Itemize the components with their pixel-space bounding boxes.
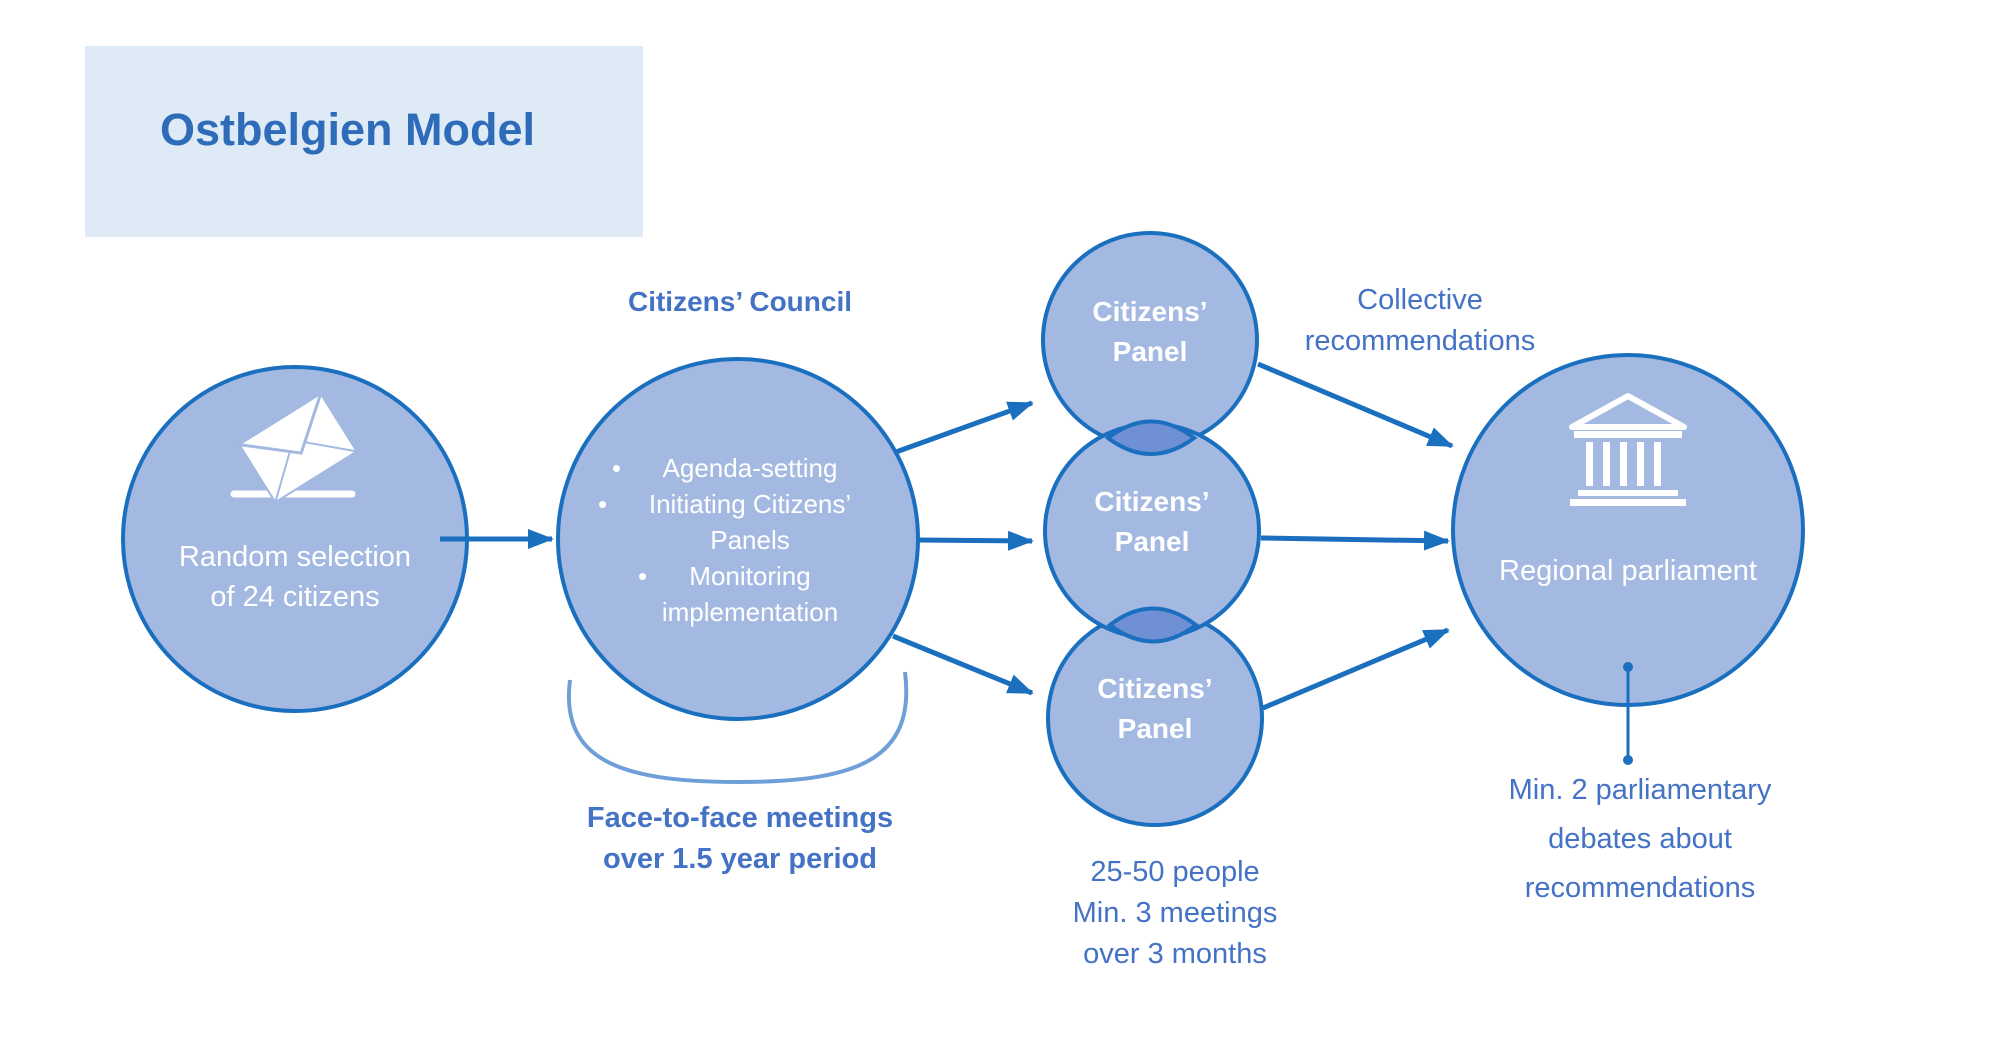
bullet-text: Monitoring: [689, 561, 811, 591]
parliament-label: Regional parliament: [1499, 555, 1757, 587]
council-circle: [556, 357, 920, 721]
panel-label-2: Citizens’ Panel: [1052, 482, 1252, 562]
selection-label: Random selection of 24 citizens: [145, 537, 445, 617]
bullet-text: Panels: [710, 525, 790, 555]
council-bracket: [566, 671, 909, 785]
meetings-line-1: Face-to-face meetings: [586, 802, 894, 834]
panels-info-line-1: 25-50 people: [1090, 856, 1260, 888]
council-meetings-label: Face-to-face meetings over 1.5 year peri…: [570, 798, 910, 880]
panel-overlap-1: [1104, 419, 1198, 456]
panels-info-line-2: Min. 3 meetings: [1072, 897, 1278, 929]
debates-line-1: Min. 2 parliamentary: [1508, 774, 1772, 806]
panel-1-line-2: Panel: [1112, 336, 1188, 367]
panels-info-line-3: over 3 months: [1083, 938, 1267, 970]
bullet-text: Agenda-setting: [662, 453, 838, 483]
council-bullet-list: • Agenda-setting • Initiating Citizens’ …: [590, 450, 910, 630]
parliament-building-icon: [1569, 393, 1687, 506]
bullet-row: • Agenda-setting: [590, 450, 910, 486]
bullet-row: • Monitoring: [590, 558, 910, 594]
panel-2-line-1: Citizens’: [1094, 486, 1210, 517]
collective-recommendations-label: Collective recommendations: [1280, 280, 1560, 362]
arrow-council-to-panel-1: [895, 400, 1034, 455]
bullet-dot: •: [598, 489, 608, 519]
selection-line-1: Random selection: [178, 541, 412, 573]
connector-dot-bottom: [1623, 755, 1633, 765]
panel-label-1: Citizens’ Panel: [1050, 292, 1250, 372]
parliament-circle: [1451, 353, 1805, 707]
parliament-debates-label: Min. 2 parliamentary debates about recom…: [1480, 766, 1800, 913]
bullet-dot: •: [638, 561, 648, 591]
panel-3-line-2: Panel: [1117, 713, 1193, 744]
page-title: Ostbelgien Model: [160, 104, 536, 155]
debates-line-3: recommendations: [1524, 872, 1756, 904]
panel-2-line-2: Panel: [1114, 526, 1190, 557]
meetings-line-2: over 1.5 year period: [602, 843, 878, 875]
bullet-row: Panels: [590, 522, 910, 558]
bullet-text: Initiating Citizens’: [648, 489, 852, 519]
recommendations-line-2: recommendations: [1304, 325, 1536, 357]
panel-label-3: Citizens’ Panel: [1055, 669, 1255, 749]
title-box: Ostbelgien Model: [85, 46, 643, 237]
envelope-ballot-icon: [230, 392, 359, 504]
arrow-panel-1-to-parliament: [1257, 361, 1454, 449]
bullet-row: • Initiating Citizens’: [590, 486, 910, 522]
arrow-council-to-panel-2: [917, 530, 1034, 551]
bullet-dot: •: [612, 453, 622, 483]
arrow-panel-2-to-parliament: [1260, 530, 1450, 551]
council-heading: Citizens’ Council: [627, 286, 853, 317]
recommendations-line-1: Collective: [1357, 284, 1483, 316]
panels-info: 25-50 people Min. 3 meetings over 3 mont…: [1035, 852, 1315, 975]
connector-dot-top: [1623, 662, 1633, 672]
selection-line-2: of 24 citizens: [210, 581, 380, 613]
panel-3-line-1: Citizens’: [1097, 673, 1213, 704]
arrow-panel-3-to-parliament: [1262, 627, 1450, 711]
debates-line-2: debates about: [1548, 823, 1732, 855]
bullet-text: implementation: [661, 597, 839, 627]
panel-overlap-2: [1106, 606, 1200, 644]
arrow-council-to-panel-3: [892, 633, 1034, 696]
bullet-row: implementation: [590, 594, 910, 630]
panel-1-line-1: Citizens’: [1092, 296, 1208, 327]
